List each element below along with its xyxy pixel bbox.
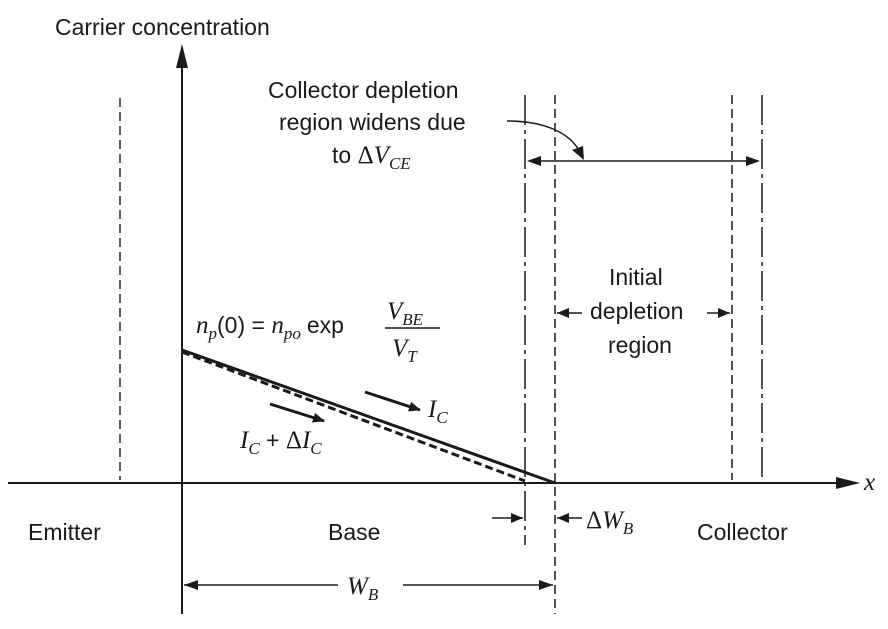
y-axis-arrowhead — [176, 44, 188, 68]
widen-annotation-arrowhead — [572, 146, 584, 160]
ic-arrow — [364, 390, 421, 412]
widen-annotation-curved-arrow — [506, 120, 581, 153]
wb-label: WB — [347, 573, 379, 604]
ic-label: IC — [427, 396, 448, 427]
ic-plus-delta-arrow — [269, 402, 325, 423]
wb-dimension-left-arrowhead — [184, 580, 198, 590]
base-label: Base — [328, 519, 380, 545]
y-axis-label: Carrier concentration — [55, 14, 270, 40]
widen-annotation-line1: Collector depletion — [268, 77, 459, 103]
equation-denominator: VT — [392, 335, 418, 366]
initial-depletion-right-arrowhead — [718, 308, 730, 318]
ic-plus-delta-ic-label: IC + ΔIC — [239, 427, 322, 458]
modulated-carrier-profile — [181, 350, 526, 483]
equation-numerator: VBE — [387, 298, 424, 329]
collector-label: Collector — [697, 519, 788, 545]
x-axis-arrowhead — [836, 477, 860, 489]
widened-dim-left-arrowhead — [527, 156, 541, 166]
initial-depletion-left-arrowhead — [557, 308, 569, 318]
initial-carrier-profile — [181, 348, 556, 485]
widen-annotation-line3: to ΔVCE — [332, 142, 411, 173]
x-axis-label: x — [863, 469, 875, 496]
initial-depletion-line1: Initial — [609, 264, 663, 290]
widen-annotation-line2: region widens due — [279, 109, 466, 135]
emitter-label: Emitter — [28, 519, 101, 545]
initial-depletion-line2: depletion — [590, 298, 683, 324]
delta-wb-label: ΔWB — [586, 507, 634, 538]
widened-dim-right-arrowhead — [746, 156, 760, 166]
delta-wb-left-arrowhead — [511, 513, 523, 523]
wb-dimension-right-arrowhead — [539, 580, 553, 590]
delta-wb-right-arrowhead — [557, 513, 569, 523]
initial-depletion-line3: region — [608, 332, 672, 358]
